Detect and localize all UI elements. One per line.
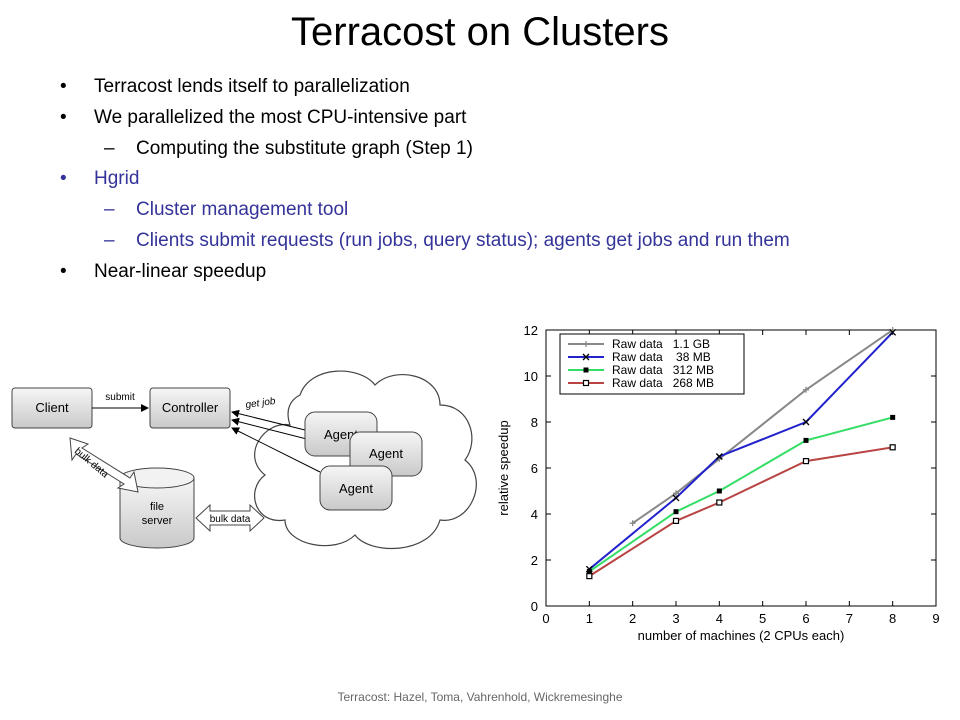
agent-label: Agent [324, 427, 358, 442]
bullet-marker: • [60, 76, 67, 97]
bullet-text: Hgrid [94, 168, 140, 190]
bulk-data-arrow-diagonal [69, 437, 139, 493]
x-tick-label: 2 [629, 611, 636, 626]
bulk-data-arrow-horizontal [195, 503, 265, 533]
data-point [715, 453, 723, 460]
bullet-marker: • [60, 168, 67, 190]
get-job-arrow [231, 409, 306, 431]
data-point [716, 488, 722, 494]
file-server-cylinder [119, 478, 195, 549]
controller-label: Controller [162, 400, 219, 415]
y-tick-label: 10 [524, 369, 538, 384]
agent-label: Agent [369, 446, 403, 461]
submit-label: submit [105, 392, 135, 403]
data-point [890, 414, 896, 420]
data-point [673, 490, 679, 497]
bullet-marker: • [60, 106, 67, 128]
legend-marker [583, 341, 589, 347]
bullet-marker: – [104, 199, 115, 221]
y-axis-label: relative speedup [496, 420, 511, 515]
data-point [673, 509, 679, 515]
bullet-text: Terracost lends itself to parallelizatio… [94, 76, 410, 97]
bullet-item: • Hgrid [60, 168, 920, 191]
y-tick-label: 2 [531, 553, 538, 568]
bullet-marker: – [104, 229, 115, 251]
y-tick-label: 12 [524, 323, 538, 338]
sub-bullet-item: – Clients submit requests (run jobs, que… [60, 230, 920, 253]
legend-marker [582, 353, 590, 361]
sub-bullet-item: – Cluster management tool [60, 199, 920, 222]
slide-title: Terracost on Clusters [291, 10, 669, 54]
x-tick-label: 8 [889, 611, 896, 626]
bullet-item: • Near-linear speedup [60, 261, 920, 284]
legend-label: Raw data 38 MB [612, 350, 711, 364]
data-point [672, 494, 680, 502]
data-point [802, 458, 810, 465]
data-point [629, 520, 636, 527]
data-point [889, 444, 896, 451]
data-point [716, 499, 723, 506]
bullet-item: • Terracost lends itself to parallelizat… [60, 76, 920, 99]
legend-marker [583, 367, 589, 373]
series-line [588, 446, 893, 577]
hgrid-architecture-diagram: Client Controller submit get job Agent A… [11, 370, 477, 550]
client-label: Client [35, 400, 69, 415]
agent-box [319, 465, 393, 511]
slide-footer: Terracost: Hazel, Toma, Vahrenhold, Wick… [337, 690, 623, 704]
y-tick-label: 8 [531, 415, 538, 430]
x-axis-label: number of machines (2 CPUs each) [638, 628, 845, 643]
x-tick-label: 0 [542, 611, 549, 626]
bullet-text: Cluster management tool [136, 199, 349, 221]
data-point [672, 517, 680, 524]
bullet-list: • Terracost lends itself to parallelizat… [60, 76, 920, 292]
data-point [889, 328, 897, 336]
y-tick-label: 4 [531, 507, 538, 522]
legend-marker [582, 379, 590, 387]
bullet-marker: • [60, 260, 67, 282]
bullet-text: Near-linear speedup [94, 260, 267, 282]
file-server-label: file [150, 501, 164, 513]
bulk-data-label: bulk data [210, 514, 251, 525]
bullet-text: Computing the substitute graph (Step 1) [136, 137, 473, 159]
bullet-text: We parallelized the most CPU-intensive p… [94, 106, 467, 128]
bullet-text: Clients submit requests (run jobs, query… [136, 229, 790, 251]
bullet-marker: – [104, 137, 115, 159]
x-tick-label: 6 [802, 611, 809, 626]
x-tick-label: 9 [932, 611, 939, 626]
get-job-label: get job [245, 396, 277, 411]
sub-bullet-item: – Computing the substitute graph (Step 1… [60, 138, 920, 161]
x-tick-label: 4 [716, 611, 723, 626]
x-tick-label: 1 [586, 611, 593, 626]
data-point [802, 418, 810, 426]
data-point [586, 569, 592, 574]
x-tick-label: 7 [846, 611, 853, 626]
bullet-item: • We parallelized the most CPU-intensive… [60, 107, 920, 130]
legend-label: Raw data 1.1 GB [612, 337, 710, 351]
data-point [803, 437, 809, 443]
agent-label: Agent [339, 481, 373, 496]
x-tick-label: 3 [672, 611, 679, 626]
legend-label: Raw data 268 MB [612, 376, 714, 390]
legend-label: Raw data 312 MB [612, 363, 714, 377]
data-point [586, 573, 593, 580]
x-tick-label: 5 [759, 611, 766, 626]
data-point [803, 386, 809, 393]
controller-box [149, 387, 231, 429]
file-server-label: server [142, 515, 173, 527]
get-job-arrow [231, 427, 321, 473]
y-tick-label: 0 [531, 599, 538, 614]
y-tick-label: 6 [531, 461, 538, 476]
